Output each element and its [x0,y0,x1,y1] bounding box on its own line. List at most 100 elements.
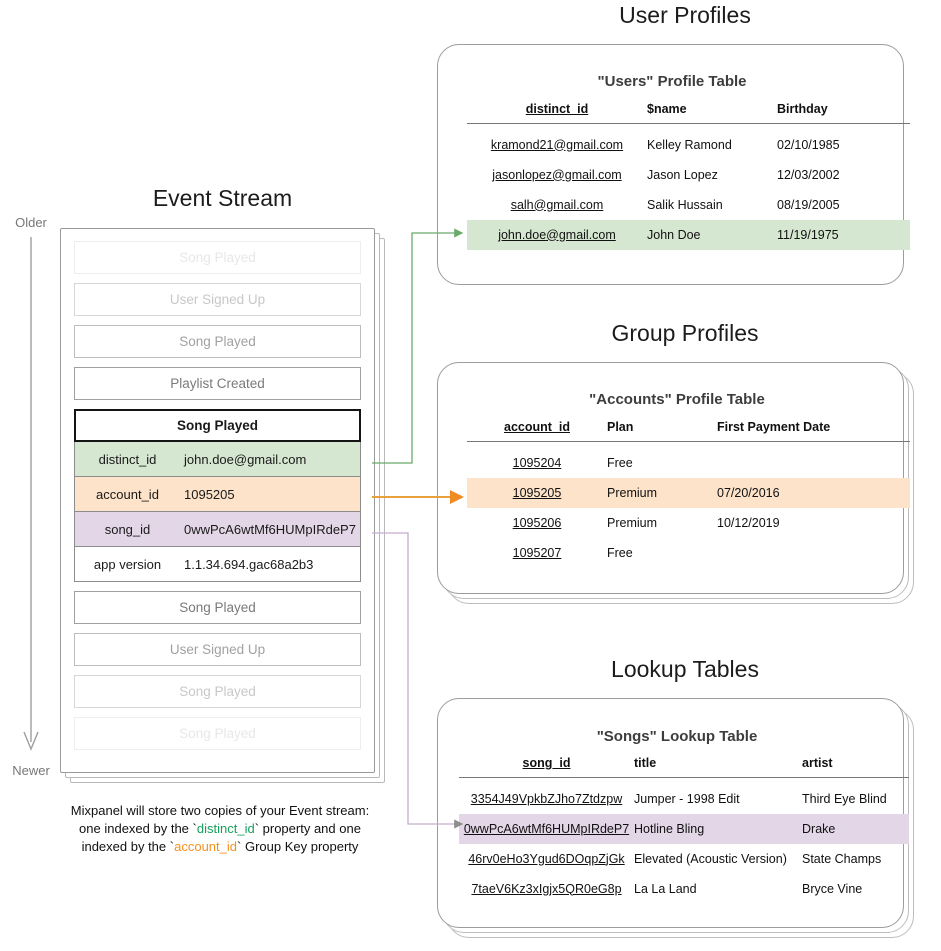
caption-token-account-id: account_id [174,838,237,854]
table-cell: La La Land [634,881,697,896]
table-cell: Salik Hussain [647,197,723,212]
column-header-first-payment-date: First Payment Date [717,420,831,434]
focused-event-name: Song Played [74,409,361,442]
event-stream-title: Event Stream [152,185,293,211]
column-header-title: title [634,756,657,770]
property-key: song_id [104,521,151,537]
event-property-row-app-version[interactable]: app version 1.1.34.694.gac68a2b3 [74,547,361,582]
column-header-song-id: song_id [522,756,571,770]
property-value: 1095205 [184,486,235,502]
table-cell: 11/19/1975 [777,219,910,250]
accounts-table-row[interactable]: 1095204 Free [467,448,910,478]
event-property-row-account-id[interactable]: account_id 1095205 [74,477,361,512]
timeline-axis: Older Newer [0,215,70,785]
table-cell: Jason Lopez [647,167,718,182]
table-cell: Jumper - 1998 Edit [634,791,740,806]
event-item-older-1[interactable]: User Signed Up [74,283,361,316]
table-cell: kramond21@gmail.com [490,137,624,152]
table-cell: jasonlopez@gmail.com [492,167,622,182]
property-value: john.doe@gmail.com [184,451,307,467]
table-cell: 46rv0eHo3Ygud6DOqpZjGk [468,851,625,866]
column-header--name: $name [647,102,687,116]
table-cell: Free [607,545,633,560]
timeline-arrow-icon [23,237,39,751]
table-cell: 10/12/2019 [717,515,780,530]
table-cell: 12/03/2002 [777,167,840,182]
table-cell: 7taeV6Kz3xIgjx5QR0eG8p [471,881,622,896]
column-header-artist: artist [802,756,833,770]
table-cell: 02/10/1985 [777,137,840,152]
songs-table-row[interactable]: 7taeV6Kz3xIgjx5QR0eG8p La La Land Bryce Vi… [459,874,909,904]
users-table-row[interactable]: jasonlopez@gmail.com Jason Lopez 12/03/200… [467,160,910,190]
focused-event[interactable]: Song Played distinct_id john.doe@gmail.co… [74,409,361,582]
caption-line-2a: one indexed by the [79,820,193,836]
table-cell: John Doe [647,219,777,250]
users-table-row[interactable]: kramond21@gmail.com Kelley Ramond 02/10/19… [467,130,910,160]
property-key: account_id [96,486,159,502]
table-cell: Free [607,455,633,470]
table-cell: Drake [802,813,909,844]
accounts-table-row[interactable]: 1095206 Premium 10/12/2019 [467,508,910,538]
property-key: app version [93,556,162,572]
table-cell: salh@gmail.com [510,197,604,212]
column-header-birthday: Birthday [777,102,828,116]
table-cell: john.doe@gmail.com [467,219,647,250]
column-header-plan: Plan [607,420,634,434]
table-cell: 07/20/2016 [717,477,910,508]
table-cell: Premium [607,515,658,530]
event-label: User Signed Up [169,642,266,657]
table-cell: Bryce Vine [802,881,863,896]
table-cell: 1095206 [512,515,562,530]
group-profiles-title: Group Profiles [611,320,759,346]
property-value: 0wwPcA6wtMf6HUMpIRdeP7 [184,521,356,537]
songs-card [437,698,904,928]
event-item-older-0[interactable]: Song Played [74,241,361,274]
event-item-newer-3[interactable]: Song Played [74,717,361,750]
column-header-account-id: account_id [504,420,570,434]
event-property-row-song-id[interactable]: song_id 0wwPcA6wtMf6HUMpIRdeP7 [74,512,361,547]
event-label: Song Played [179,334,256,349]
lookup-tables-title: Lookup Tables [611,656,759,682]
caption-token-distinct-id: distinct_id [196,820,255,836]
table-cell: Third Eye Blind [802,791,887,806]
event-item-older-3[interactable]: Playlist Created [74,367,361,400]
caption-line-1: Mixpanel will store two copies of your E… [70,803,370,818]
event-label: Song Played [179,684,256,699]
songs-table-row[interactable]: 46rv0eHo3Ygud6DOqpZjGk Elevated (Acoustic… [459,844,909,874]
user-profiles-title: User Profiles [619,2,751,28]
event-label: Song Played [179,600,256,615]
property-key: distinct_id [98,451,157,467]
table-cell: Hotline Bling [634,813,802,844]
event-item-newer-2[interactable]: Song Played [74,675,361,708]
table-cell: Elevated (Acoustic Version) [634,851,787,866]
timeline-label-older: Older [15,215,47,230]
event-item-newer-0[interactable]: Song Played [74,591,361,624]
event-property-row-distinct-id[interactable]: distinct_id john.doe@gmail.com [74,442,361,477]
event-item-newer-1[interactable]: User Signed Up [74,633,361,666]
focused-event-properties: distinct_id john.doe@gmail.com account_id 1… [74,442,361,582]
caption-line-3a: indexed by the [81,838,170,854]
users-table-title: "Users" Profile Table [597,73,747,90]
event-item-older-2[interactable]: Song Played [74,325,361,358]
property-value: 1.1.34.694.gac68a2b3 [184,556,314,572]
table-cell: Kelley Ramond [647,137,732,152]
table-cell: 0wwPcA6wtMf6HUMpIRdeP7 [459,813,634,844]
event-label: Song Played [179,726,256,741]
accounts-table-title: "Accounts" Profile Table [589,391,765,408]
table-cell: 1095204 [512,455,562,470]
table-cell: State Champs [802,851,882,866]
